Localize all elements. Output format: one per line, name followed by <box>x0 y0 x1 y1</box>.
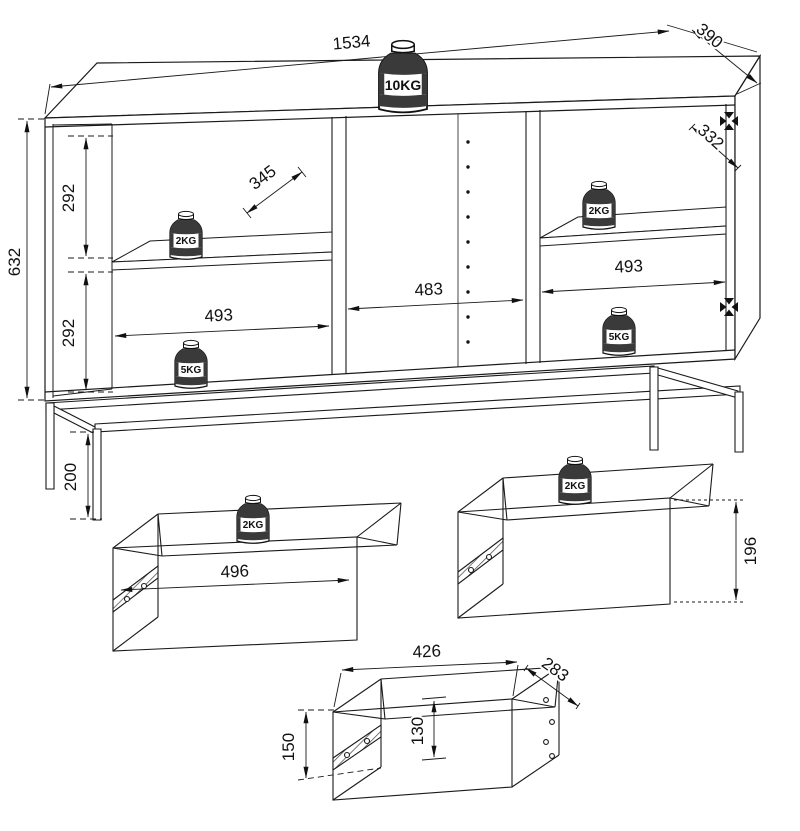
dim-drawer-bottom-426: 426 <box>333 639 519 708</box>
frame-back-rail <box>94 385 741 433</box>
cabinet-left-panel <box>52 123 113 398</box>
drawer-right: 196 2KG <box>457 455 762 619</box>
dim-label-middle-compartment: 483 <box>414 279 443 299</box>
drawer-right-slide-rail <box>457 536 504 586</box>
cabinet-weights: 10KG 2KG 5KG 2KG 5KG <box>169 39 636 389</box>
dim-drawer-bottom-283: 283 <box>523 652 581 710</box>
dim-label-drawer-bottom-height: 150 <box>279 733 298 761</box>
dim-label-height: 632 <box>5 248 24 276</box>
dim-upper-section-292: 292 <box>57 135 113 259</box>
shelf-pin-holes <box>466 140 470 344</box>
dim-label-drawer-bottom-width: 426 <box>412 641 441 661</box>
dim-drawer-left-496: 496 <box>120 559 350 593</box>
dim-leg-height-200: 200 <box>59 431 102 520</box>
weight-drawer-left-2kg: 2KG <box>236 494 270 544</box>
weight-label-drawer-left: 2KG <box>243 520 264 531</box>
weight-right-shelf-2kg: 2KG <box>582 180 616 230</box>
weight-drawer-right-2kg: 2KG <box>558 455 592 505</box>
weight-left-bottom-5kg: 5KG <box>174 339 208 389</box>
dim-lower-section-292: 292 <box>57 271 113 393</box>
weight-label-top: 10KG <box>385 77 422 93</box>
dim-label-depth: 390 <box>693 19 727 52</box>
weight-label-left-shelf: 2KG <box>176 236 197 247</box>
dim-label-drawer-left-width: 496 <box>220 561 249 581</box>
dim-label-left-compartment: 493 <box>204 305 233 325</box>
dim-drawer-bottom-130: 130 <box>406 696 447 761</box>
base-frame <box>45 365 744 521</box>
drawer-bottom: 426 283 150 130 <box>277 639 581 801</box>
dim-drawer-bottom-150: 150 <box>277 709 382 781</box>
frame-left-rail <box>53 405 96 435</box>
drawer-left-front <box>112 536 358 652</box>
weight-top-10kg: 10KG <box>378 39 428 114</box>
dim-right-compartment-493: 493 <box>541 254 726 294</box>
dim-height-632: 632 <box>3 118 46 401</box>
leg-front-left <box>45 402 55 490</box>
weight-right-bottom-5kg: 5KG <box>602 306 636 356</box>
drawer-left: 496 2KG <box>112 494 402 652</box>
shelf-left <box>111 231 333 271</box>
weight-label-right-bottom: 5KG <box>609 332 630 343</box>
weight-label-left-bottom: 5KG <box>181 365 202 376</box>
leg-back-right <box>734 391 744 453</box>
dim-left-compartment-493: 493 <box>114 303 330 338</box>
weight-label-drawer-right: 2KG <box>565 481 586 492</box>
shelf-right <box>539 206 727 247</box>
cam-lock-icon <box>720 298 738 316</box>
cabinet-right-face <box>734 53 761 362</box>
dim-label-leg-height: 200 <box>61 463 80 491</box>
leg-back-left <box>92 428 102 521</box>
leg-front-right <box>649 366 659 451</box>
dim-label-upper-section: 292 <box>59 184 78 212</box>
cam-lock-icon <box>720 112 738 130</box>
dim-middle-compartment-483: 483 <box>347 277 524 311</box>
weight-left-shelf-2kg: 2KG <box>169 210 203 260</box>
dim-label-drawer-bottom-inner-height: 130 <box>408 717 427 745</box>
dim-label-right-compartment: 493 <box>614 256 643 276</box>
dim-label-width: 1534 <box>332 31 371 53</box>
dim-label-drawer-right-height: 196 <box>741 537 760 565</box>
dim-width-1534: 1534 <box>44 24 758 115</box>
dim-drawer-right-196: 196 <box>674 499 762 603</box>
weight-label-right-shelf: 2KG <box>589 206 610 217</box>
dim-label-lower-section: 292 <box>59 319 78 347</box>
drawer-bottom-slide-rail <box>332 723 382 772</box>
